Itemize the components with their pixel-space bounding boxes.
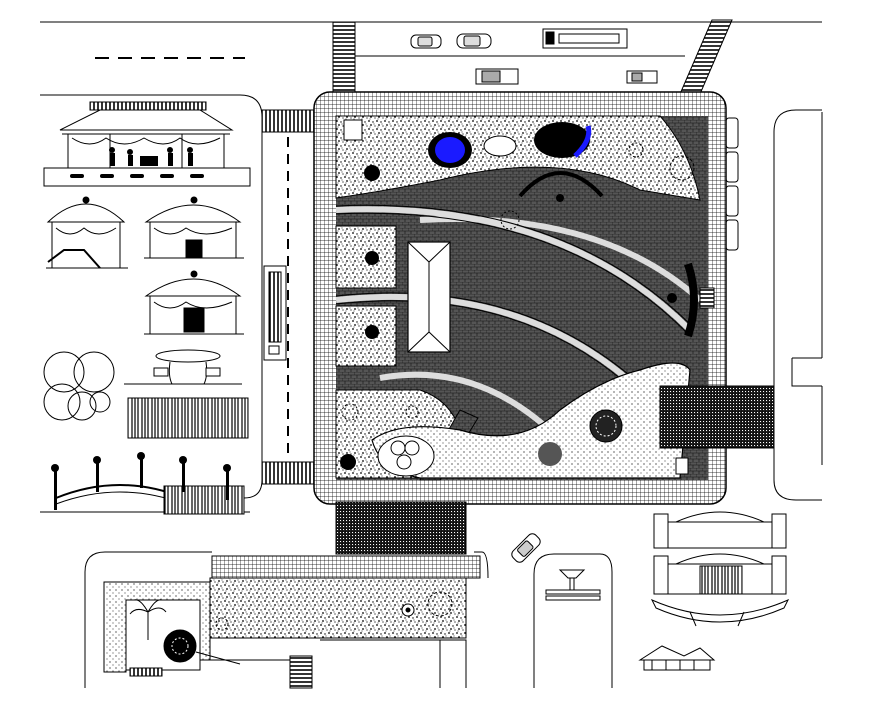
tree-icon (628, 142, 644, 158)
gazebo-elevation-icon (43, 101, 251, 187)
lamp-post-icon (51, 464, 59, 510)
east-entrance-paving (659, 385, 775, 449)
circular-planter (163, 629, 197, 663)
lamp-post-icon (93, 456, 101, 492)
fountain-icon (545, 569, 601, 601)
bridge-elevation (40, 452, 250, 515)
tree-icon (340, 454, 356, 470)
rock-cluster (483, 135, 517, 157)
courtyard-top-paving (211, 555, 481, 579)
circular-bed (589, 409, 623, 443)
right-block-edge (773, 109, 822, 501)
gazebo-elevation-icon (144, 270, 244, 335)
lamp-post-icon (179, 456, 187, 492)
tree-icon (500, 210, 520, 230)
car-icon (626, 70, 658, 84)
gate-plan-curved (650, 598, 790, 627)
bus-icon (542, 28, 628, 49)
tree-icon (43, 351, 115, 421)
lamp-post-icon (223, 464, 231, 500)
gate-elevation-middle (653, 553, 787, 595)
south-entrance-paving (335, 501, 467, 555)
tree-icon (341, 403, 359, 421)
tree-icon (427, 591, 453, 617)
pond-right-water-edge (573, 125, 592, 158)
bottom-mid-block-edge (474, 551, 489, 579)
car-icon (456, 33, 492, 49)
lamp-post-icon (137, 452, 145, 488)
truck-icon (475, 68, 519, 85)
car-icon (725, 219, 739, 251)
bottom-right-block-edge (533, 553, 613, 688)
car-icon (410, 34, 442, 49)
utility-box (343, 119, 363, 141)
crossing-top-left (332, 21, 356, 95)
gate-elevations (638, 511, 790, 671)
arch-bridge (518, 171, 604, 198)
courtyard-gravel (209, 577, 467, 639)
right-building-stub (791, 357, 822, 387)
pond-right (534, 122, 590, 158)
gravel-bed-top (335, 115, 701, 201)
tree-icon (215, 617, 229, 631)
pond-left-water (435, 137, 465, 163)
palm-icon (129, 599, 167, 640)
tree-icon (405, 405, 419, 419)
parking-lot-edge (354, 22, 685, 57)
car-icon (725, 117, 739, 149)
median-bench (263, 265, 287, 361)
tree-icon (365, 251, 379, 265)
utility-box-2 (675, 457, 689, 475)
courtyard-plan (103, 555, 481, 689)
gazebo-elevation-icon (144, 196, 244, 259)
bottom-left-block-edge (84, 551, 212, 688)
gate-elevation-top (653, 511, 787, 549)
detail-elevations (40, 101, 251, 515)
shrub-cluster (538, 442, 562, 466)
gravel-bed-left-2 (335, 305, 397, 367)
car-icon (511, 533, 541, 563)
car-icon (725, 151, 739, 183)
tree-icon (364, 165, 380, 181)
steps (699, 287, 715, 309)
crossing-left-top (261, 109, 317, 133)
tree-icon (669, 155, 695, 181)
fence-elevation (127, 397, 249, 439)
planter (129, 667, 163, 677)
plaza-dotted (371, 362, 691, 479)
bench-icon (124, 349, 242, 385)
tree-icon (365, 325, 379, 339)
amphitheatre-seating (684, 262, 698, 338)
fountain-icon (556, 194, 564, 202)
pavilion-ridge (407, 241, 451, 353)
radial-paths (335, 206, 703, 443)
crossing-top-right (679, 19, 733, 95)
car-icon (725, 185, 739, 217)
stairs (289, 655, 313, 689)
house-icon (638, 645, 716, 671)
gazebo-elevation-icon (46, 196, 128, 269)
crossing-left-bottom (261, 461, 317, 485)
zebra-crossings (261, 19, 733, 485)
park-plan (313, 91, 775, 555)
radial-path-edges (335, 204, 693, 395)
